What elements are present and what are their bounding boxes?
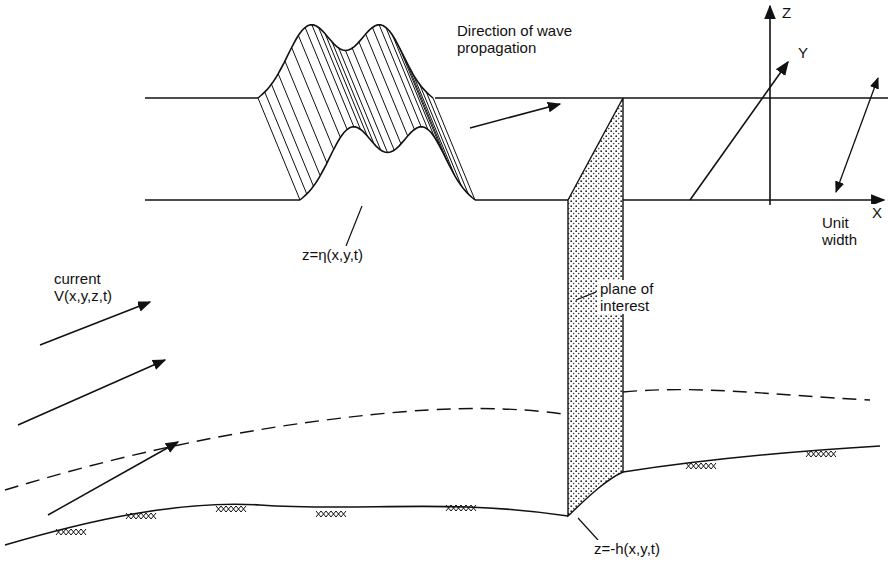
propagation-arrow	[470, 104, 560, 128]
surface-lines	[145, 98, 888, 200]
dimension-label: Unit width	[820, 214, 874, 248]
surface-label: z=η(x,y,t)	[300, 246, 365, 263]
dashed-line	[5, 390, 870, 490]
plane-label: plane of interest	[598, 280, 682, 314]
axis-label: X	[870, 204, 884, 221]
wave-crest	[258, 25, 475, 200]
axis-label: Z	[780, 4, 793, 21]
current-arrows	[18, 302, 178, 515]
axes	[623, 6, 884, 205]
bed-label: z=-h(x,y,t)	[592, 540, 662, 557]
current-label: current V(x,y,z,t)	[52, 270, 138, 304]
seabed-hatch	[56, 451, 836, 535]
axis-label: Y	[796, 44, 810, 61]
leader-lines	[346, 206, 598, 540]
seabed	[5, 446, 880, 545]
wave-direction-label: Direction of wave propagation	[455, 22, 584, 56]
